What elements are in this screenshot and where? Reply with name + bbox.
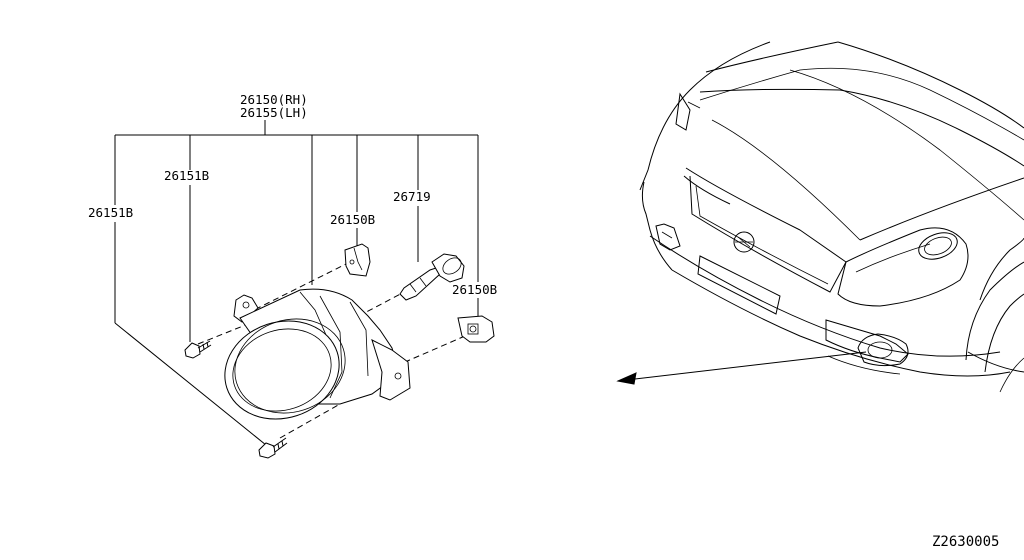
label-assembly-rh: 26150(RH) (240, 92, 308, 107)
assembly-dash-lines (197, 261, 466, 439)
label-screw-lower: 26151B (88, 205, 133, 220)
bulb-icon (399, 253, 465, 301)
label-assembly-lh: 26155(LH) (240, 105, 308, 120)
label-bulb: 26719 (393, 189, 431, 204)
leader-lines (114, 120, 479, 446)
label-bracket-lower: 26150B (452, 282, 497, 297)
label-bracket-upper: 26150B (330, 212, 375, 227)
screw-lower-icon (258, 437, 288, 459)
bracket-lower-icon (457, 315, 495, 343)
screw-upper-icon (184, 340, 212, 359)
fog-lamp-housing (224, 288, 411, 420)
pointer-arrow (616, 351, 867, 385)
diagram-reference-number: Z2630005 (932, 534, 999, 550)
label-screw-upper: 26151B (164, 168, 209, 183)
bracket-upper-icon (344, 243, 371, 277)
vehicle-front-illustration (639, 41, 1024, 393)
